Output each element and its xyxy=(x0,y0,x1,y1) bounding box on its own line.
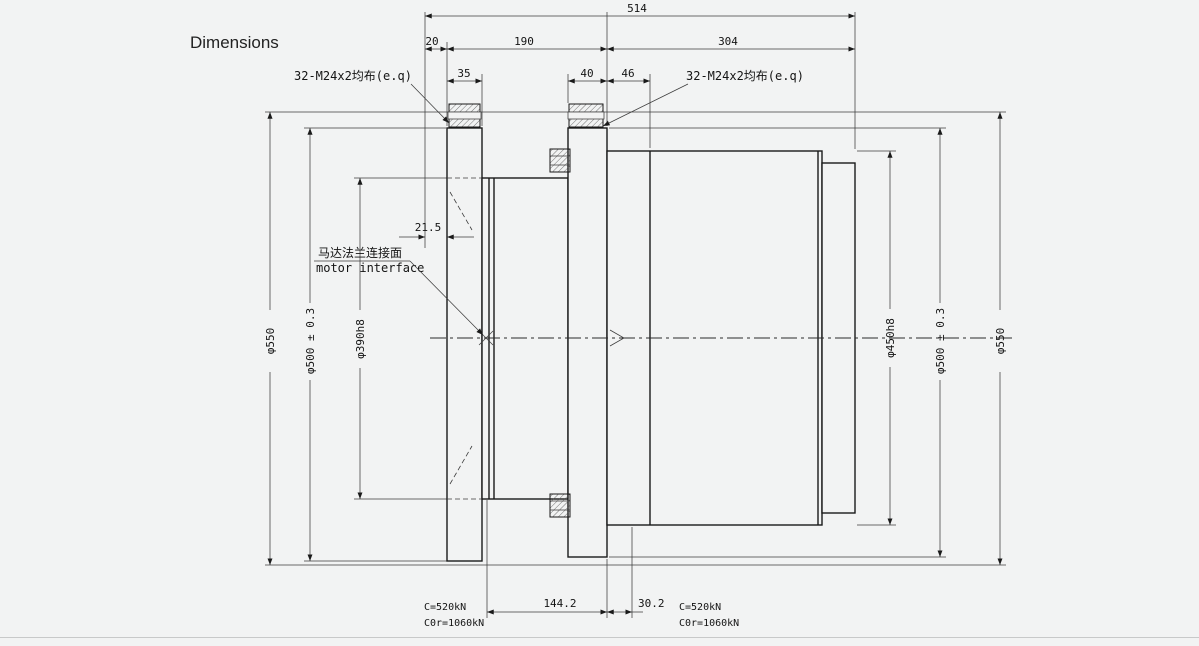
motor-interface-label-en: motor interface xyxy=(316,261,424,275)
dim-seg-190: 190 xyxy=(514,35,534,48)
dim-dia-390: φ390h8 xyxy=(354,319,367,359)
horizontal-dimensions: 514 20 190 304 35 40 46 21.5 144.2 30.2 xyxy=(399,2,855,615)
callouts: 32-M24x2均布(e.q) 32-M24x2均布(e.q) 马达法兰连接面 … xyxy=(294,69,804,336)
output-flange xyxy=(567,127,608,558)
cap-screw-top xyxy=(549,148,571,173)
input-neck xyxy=(481,177,569,500)
dim-dia-450: φ450h8 xyxy=(884,318,897,358)
dim-dia-550-left: φ550 xyxy=(264,328,277,355)
rating-c0r-right: C0r=1060kN xyxy=(679,618,739,629)
rating-c0r-left: C0r=1060kN xyxy=(424,618,484,629)
rating-c-left: C=520kN xyxy=(424,602,466,613)
dim-offset-21-5: 21.5 xyxy=(415,221,442,234)
dim-overall-length: 514 xyxy=(627,2,647,15)
part-geometry xyxy=(446,127,856,562)
dim-flange-thickness-35: 35 xyxy=(457,67,470,80)
page-title: Dimensions xyxy=(190,33,279,52)
dim-seg-20: 20 xyxy=(425,35,438,48)
cap-screw-bottom xyxy=(549,493,571,518)
dim-flange-thickness-40: 40 xyxy=(580,67,593,80)
motor-interface-label-cn: 马达法兰连接面 xyxy=(318,245,402,260)
dim-dia-500-right: φ500 ± 0.3 xyxy=(934,308,947,374)
motor-flange xyxy=(446,127,483,562)
dim-bottom-30-2: 30.2 xyxy=(638,597,665,610)
rating-c-right: C=520kN xyxy=(679,602,721,613)
diameter-dimensions: φ550 φ500 ± 0.3 φ390h8 φ450h8 φ500 ± 0.3… xyxy=(264,112,1007,565)
dim-dia-550-right: φ550 xyxy=(994,328,1007,355)
bolt-callout-left: 32-M24x2均布(e.q) xyxy=(294,69,412,83)
dim-pilot-depth-46: 46 xyxy=(621,67,634,80)
dim-dia-500-left: φ500 ± 0.3 xyxy=(304,308,317,374)
bolt-hole-sections xyxy=(447,103,605,518)
dim-seg-304: 304 xyxy=(718,35,738,48)
load-ratings: C=520kN C0r=1060kN C=520kN C0r=1060kN xyxy=(424,602,739,629)
centerline xyxy=(430,329,1012,347)
dim-bottom-144-2: 144.2 xyxy=(543,597,576,610)
bolt-callout-right: 32-M24x2均布(e.q) xyxy=(686,69,804,83)
